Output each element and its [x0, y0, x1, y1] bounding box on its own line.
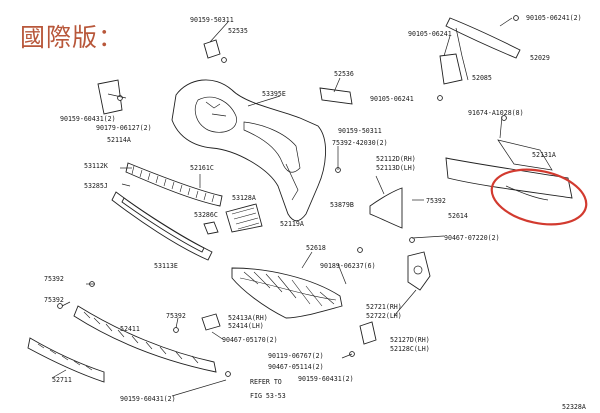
note-label: REFER TO: [250, 378, 282, 386]
bumper-cover-52119A: [171, 79, 327, 222]
diagram-title: 國際版：: [20, 23, 124, 52]
callout-label: 75392: [44, 296, 64, 304]
bracket-52114A: [97, 79, 123, 115]
inner-bracket-52112D: [369, 187, 403, 229]
upper-grille-53112K: [125, 162, 223, 207]
callout-label: 52722(LH): [366, 312, 402, 320]
callout-label: 52411: [120, 325, 140, 333]
callout-label: 75392: [166, 312, 186, 320]
callout-label: 52029: [530, 54, 550, 62]
lower-brace-52127D: [359, 321, 377, 345]
callout-label: 52618: [306, 244, 326, 252]
callout-label: 75392-42030(2): [332, 139, 388, 147]
callout-label: 52413A(RH): [228, 314, 268, 322]
callout-label: 75392: [426, 197, 446, 205]
callout-label: 52114A: [107, 136, 131, 144]
fog-cover-53128A: [225, 203, 263, 233]
callout-label: 52536: [334, 70, 354, 78]
callout-labels: 90159-50311 52535 90105-06241 52029 9010…: [44, 14, 586, 411]
callout-label: 52414(LH): [228, 322, 264, 330]
callout-label: 52112D(RH): [376, 155, 416, 163]
lower-grille-53113E: [111, 191, 213, 261]
callout-label: 53879B: [330, 201, 354, 209]
callout-label: 52614: [448, 212, 468, 220]
callout-label: 90159-60431(2): [298, 375, 354, 383]
callout-label: 75392: [44, 275, 64, 283]
callout-label: 52128C(LH): [390, 345, 430, 353]
bracket-52536: [319, 87, 353, 105]
callout-label: 52085: [472, 74, 492, 82]
lower-spoiler-52618: [231, 267, 343, 319]
callout-label: 90105-06241(2): [526, 14, 582, 22]
callout-label: 53112K: [84, 162, 108, 170]
callout-label: 52535: [228, 27, 248, 35]
callout-label: 52711: [52, 376, 72, 384]
callout-label: 90189-06237(6): [320, 262, 376, 270]
side-bracket-52721: [407, 251, 431, 291]
bracket-52535: [203, 39, 221, 59]
clip-53286C: [203, 221, 219, 235]
callout-label: 53395E: [262, 90, 286, 98]
callout-label: 90119-06767(2): [268, 352, 324, 360]
figure-id-label: 52328A: [562, 403, 586, 411]
callout-label: 91674-A1028(8): [468, 109, 524, 117]
highlight-circle: [490, 168, 588, 226]
callout-label: 52127D(RH): [390, 336, 430, 344]
callout-label: 53285J: [84, 182, 108, 190]
side-skirt-52413A: [201, 313, 221, 331]
callout-label: 90105-06241: [370, 95, 414, 103]
callout-label: 53286C: [194, 211, 218, 219]
callout-label: 90467-05114(2): [268, 363, 324, 371]
callout-label: 52161C: [190, 164, 214, 172]
upper-support-52029: [445, 17, 521, 81]
reinforcement-52131A: [445, 139, 573, 201]
lower-step-52711: [27, 337, 105, 383]
bracket-52085: [439, 53, 463, 85]
callout-label: 52113D(LH): [376, 164, 416, 172]
callout-label: 90159-50311: [190, 16, 234, 24]
callout-label: 90179-06127(2): [96, 124, 152, 132]
callout-label: 52119A: [280, 220, 304, 228]
lower-lip-52411: [73, 305, 217, 373]
leader-lines: [51, 17, 513, 397]
callout-label: 90159-60431(2): [60, 115, 116, 123]
callout-label: 53128A: [232, 194, 256, 202]
callout-label: FIG 53-53: [250, 392, 286, 400]
callout-label: 90159-50311: [338, 127, 382, 135]
callout-label: 52721(RH): [366, 303, 402, 311]
callout-label: 90467-05170(2): [222, 336, 278, 344]
callout-label: 90159-60431(2): [120, 395, 176, 403]
callout-label: 53113E: [154, 262, 178, 270]
callout-label: 90105-06241: [408, 30, 452, 38]
callout-label: 90467-07220(2): [444, 234, 500, 242]
callout-label: 52131A: [532, 151, 556, 159]
fastener-clips: [57, 15, 519, 377]
